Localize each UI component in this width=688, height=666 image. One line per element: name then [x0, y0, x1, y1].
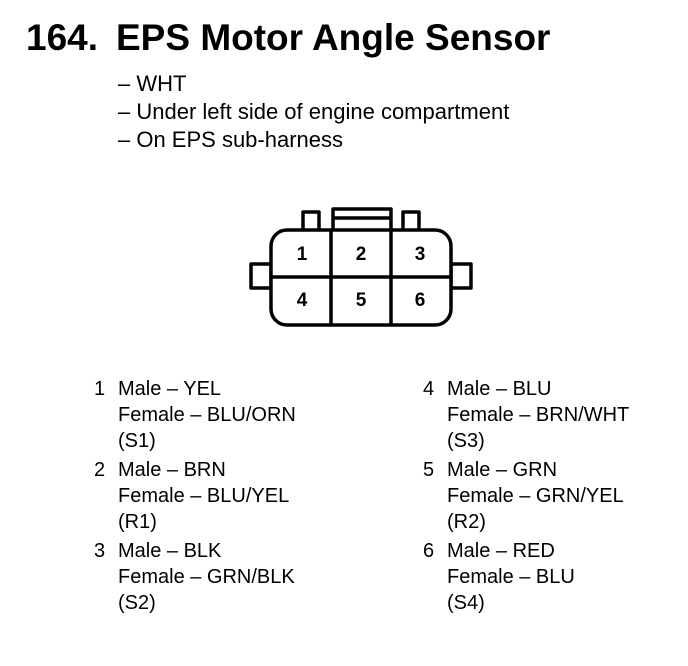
pin-male-wire: Male – BRN — [118, 459, 226, 481]
pin-female-wire: Female – GRN/YEL — [447, 485, 624, 507]
cavity-label-5: 5 — [356, 290, 367, 311]
pin-female-wire: Female – BRN/WHT — [447, 404, 630, 426]
cavity-label-4: 4 — [297, 290, 308, 311]
pin-male-wire: Male – BLK — [118, 540, 222, 562]
pin-female-wire: Female – GRN/BLK — [118, 566, 295, 588]
pin-number: 4 — [423, 378, 435, 400]
page-title: 164. EPS Motor Angle Sensor — [26, 16, 550, 60]
pin-female-wire: Female – BLU — [447, 566, 575, 588]
connector-face-svg: 1 2 3 4 5 6 — [249, 207, 473, 327]
pin-code: (R1) — [118, 511, 157, 533]
pin-female-wire: Female – BLU/YEL — [118, 485, 290, 507]
pin-male-wire: Male – RED — [447, 540, 555, 562]
note-location: – Under left side of engine compartment — [118, 99, 510, 124]
pin-assignment-list: 1 Male – YEL Female – BLU/ORN (S1) 2 Mal… — [0, 376, 688, 636]
note-harness: – On EPS sub-harness — [118, 127, 344, 152]
connector-diagram: 1 2 3 4 5 6 — [248, 206, 474, 335]
note-color: – WHT — [118, 71, 187, 96]
pin-male-wire: Male – BLU — [447, 378, 552, 400]
pin-code: (S1) — [118, 430, 156, 452]
pin-code: (R2) — [447, 511, 486, 533]
pin-male-wire: Male – GRN — [447, 459, 558, 481]
cavity-label-2: 2 — [356, 244, 367, 265]
pin-number: 5 — [423, 459, 435, 481]
connector-notes: – WHT – Under left side of engine compar… — [118, 70, 509, 154]
left-side-ear — [249, 262, 273, 290]
pin-female-wire: Female – BLU/ORN — [118, 404, 296, 426]
pin-number: 2 — [94, 459, 106, 481]
section-number: 164. — [26, 17, 99, 58]
section-title: EPS Motor Angle Sensor — [116, 17, 551, 58]
cavity-label-1: 1 — [297, 244, 308, 265]
pin-number: 3 — [94, 540, 106, 562]
pin-code: (S3) — [447, 430, 485, 452]
pin-number: 1 — [94, 378, 106, 400]
cavity-label-6: 6 — [415, 290, 426, 311]
cavity-label-3: 3 — [415, 244, 426, 265]
pin-code: (S2) — [118, 592, 156, 614]
right-side-ear — [449, 262, 473, 290]
pin-number: 6 — [423, 540, 435, 562]
pin-code: (S4) — [447, 592, 485, 614]
pin-male-wire: Male – YEL — [118, 378, 222, 400]
